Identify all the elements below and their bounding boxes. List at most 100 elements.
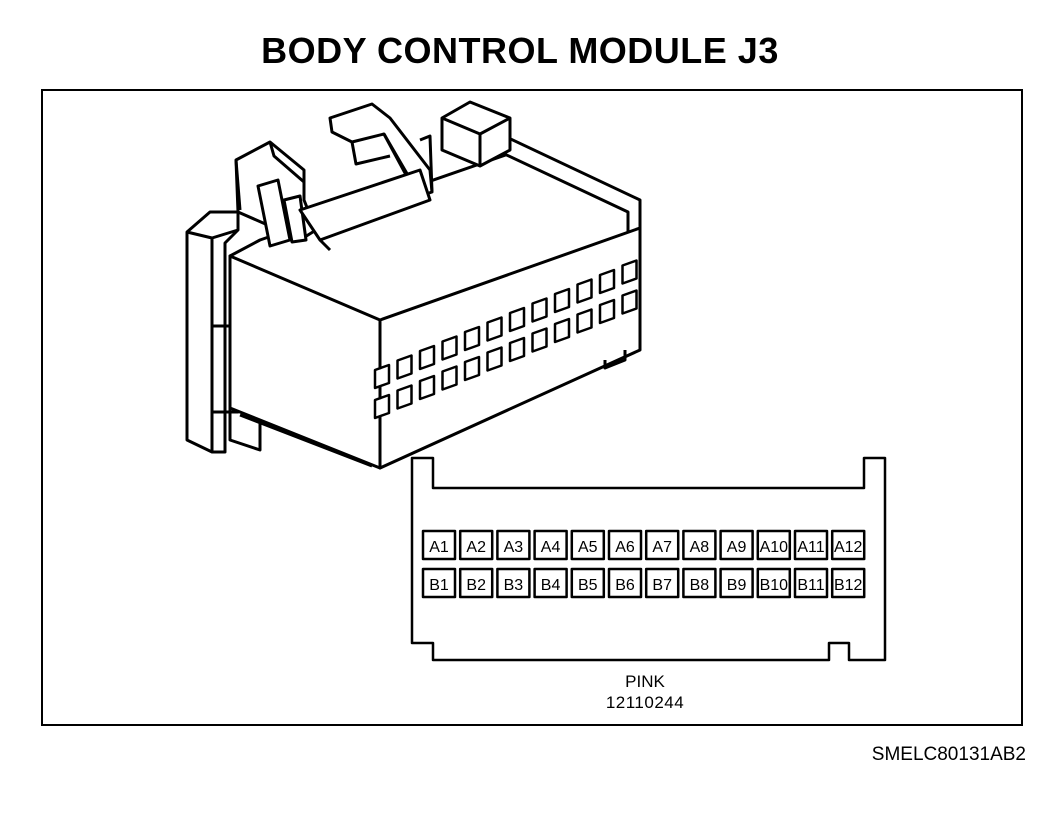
pin-cavity: A4 <box>533 529 568 561</box>
body-cavity <box>463 355 481 382</box>
pin-outline <box>570 529 606 561</box>
pin-cavity: B5 <box>570 567 606 599</box>
pin-outline <box>644 529 680 561</box>
body-cavity <box>621 259 638 285</box>
pin-label: A4 <box>541 539 561 556</box>
body-cavity <box>418 374 436 401</box>
body-cavity <box>373 393 391 420</box>
pin-label: A2 <box>466 539 486 556</box>
pin-label: B2 <box>466 577 486 594</box>
pin-label: B1 <box>429 577 449 594</box>
pin-label: B5 <box>578 577 598 594</box>
pin-cavity: B3 <box>496 567 531 599</box>
pin-label: A3 <box>504 539 524 556</box>
pin-cavity: A10 <box>756 529 792 561</box>
body-cavity <box>553 317 571 344</box>
diagram-title: BODY CONTROL MODULE J3 <box>261 30 779 71</box>
pin-cavity: B7 <box>644 567 680 599</box>
pin-cavity: B10 <box>756 567 792 599</box>
body-cavity <box>486 346 503 372</box>
pin-label: A6 <box>615 539 635 556</box>
pin-outline <box>719 529 754 561</box>
body-cavity <box>396 354 413 380</box>
body-cavity <box>486 316 503 342</box>
pin-cavity: A1 <box>421 529 457 561</box>
pin-label: A1 <box>429 539 449 556</box>
body-cavity <box>531 327 548 353</box>
pin-cavity: A12 <box>830 529 866 561</box>
pin-label: B3 <box>504 577 524 594</box>
pin-cavity: B8 <box>682 567 717 599</box>
pin-outline <box>607 529 643 561</box>
pin-label: A10 <box>760 539 789 556</box>
pin-outline <box>830 567 866 599</box>
pin-label: B8 <box>690 577 710 594</box>
pin-outline <box>607 567 643 599</box>
pin-outline <box>458 529 494 561</box>
pin-cavity: B1 <box>421 567 457 599</box>
reference-code: SMELC80131AB2 <box>871 744 1026 765</box>
pin-cavity: A11 <box>793 529 829 561</box>
pin-outline <box>496 529 531 561</box>
pin-outline <box>682 567 717 599</box>
pin-cavity: B12 <box>830 567 866 599</box>
pin-outline <box>570 567 606 599</box>
body-cavity <box>441 335 458 361</box>
pin-cavity: A7 <box>644 529 680 561</box>
pin-cavity: B4 <box>533 567 568 599</box>
pin-cavity: A3 <box>496 529 531 561</box>
pin-cavity: A2 <box>458 529 494 561</box>
pin-cavity: B2 <box>458 567 494 599</box>
pin-outline <box>756 567 792 599</box>
pin-outline <box>830 529 866 561</box>
connector-color-label: PINK <box>625 672 665 691</box>
body-cavity <box>598 298 616 325</box>
pin-label: B11 <box>797 577 824 594</box>
pin-outline <box>644 567 680 599</box>
body-cavity <box>553 287 571 314</box>
pin-label: B12 <box>834 577 863 594</box>
pin-label: B4 <box>541 577 561 594</box>
pin-cavity: A5 <box>570 529 606 561</box>
pin-outline <box>719 567 754 599</box>
pin-outline <box>793 567 829 599</box>
body-cavity <box>531 297 548 323</box>
pin-outline <box>533 567 568 599</box>
body-cavity <box>621 289 638 315</box>
pin-cavity: B11 <box>793 567 829 599</box>
pin-outline <box>458 567 494 599</box>
body-cavity <box>441 365 458 391</box>
pin-label: A7 <box>652 539 672 556</box>
pin-outline <box>793 529 829 561</box>
pin-label: A11 <box>797 539 824 556</box>
connector-isometric-illustration <box>185 100 642 470</box>
body-cavity <box>576 278 593 304</box>
pin-outline <box>421 567 457 599</box>
pin-label: A9 <box>727 539 747 556</box>
connector-part-number: 12110244 <box>605 693 685 712</box>
pin-outline <box>533 529 568 561</box>
body-cavity <box>418 344 436 371</box>
pin-cavity: A8 <box>682 529 717 561</box>
pin-cavity: B6 <box>607 567 643 599</box>
body-cavity <box>508 306 526 333</box>
pin-cavity: A6 <box>607 529 643 561</box>
pin-outline <box>496 567 531 599</box>
body-cavity <box>463 325 481 352</box>
pin-label: B9 <box>727 577 747 594</box>
body-cavity <box>598 268 616 295</box>
pin-label: A5 <box>578 539 598 556</box>
pin-outline <box>421 529 457 561</box>
pin-cavity: B9 <box>719 567 754 599</box>
pin-label: B6 <box>615 577 635 594</box>
pin-cavity: A9 <box>719 529 754 561</box>
pin-outline <box>756 529 792 561</box>
body-cavity <box>396 384 413 410</box>
pin-label: A12 <box>834 539 863 556</box>
pin-outline <box>682 529 717 561</box>
pin-label: B7 <box>652 577 672 594</box>
front-face-cavities <box>373 259 638 420</box>
